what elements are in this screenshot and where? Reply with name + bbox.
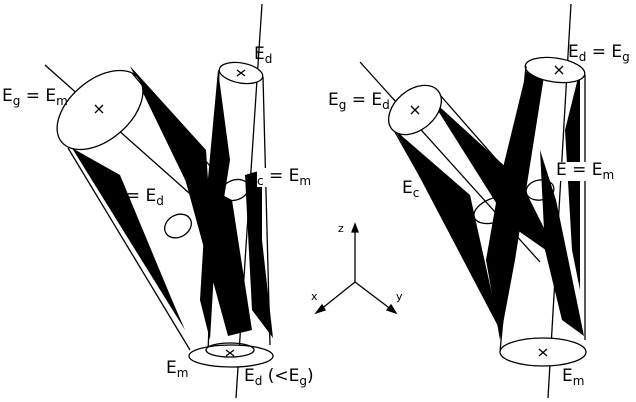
right-marker-bottom [538, 348, 548, 357]
right-label-bottom-text: Em [562, 366, 585, 388]
left-vertical-cylinder-side-2 [262, 76, 271, 346]
right-label-mid-left-1: Ec [402, 178, 420, 200]
left-wedge-2 [72, 148, 185, 330]
left-label-top-left-text: Eg = Em [2, 86, 68, 108]
right-wedge-5 [540, 150, 584, 336]
y-axis-line [354, 281, 393, 311]
left-label-bottom-left-text: Em [166, 358, 189, 380]
left-wedge-4 [245, 170, 273, 338]
right-vertical-cylinder-top [524, 56, 586, 84]
y-axis-arrowhead [385, 303, 398, 315]
right-label-mid-left-1-text: Ec [402, 178, 420, 200]
left-label-mid-right-text: c = Em [257, 166, 312, 188]
right-wedge-2 [430, 98, 560, 260]
left-marker-bottom [225, 349, 235, 357]
left-label-top-text: Ed [254, 44, 273, 66]
left-label-bottom-left: Em [166, 358, 189, 380]
right-marker-top [554, 65, 564, 75]
left-tilted-cylinder-side-2 [67, 147, 191, 351]
right-label-top: Ed = Eg [568, 42, 630, 64]
left-label-mid-left: _ = Ed [112, 186, 164, 208]
right-label-top-text: Ed = Eg [568, 42, 630, 64]
right-wedge-1 [395, 130, 500, 330]
axes-triad [314, 222, 398, 315]
left-axis-line-1 [44, 64, 207, 209]
right-figure [359, 3, 587, 399]
right-ring-left [473, 195, 517, 225]
y-axis-label: y [396, 290, 403, 303]
right-label-mid-right-text: E = Em [556, 160, 615, 182]
z-axis-arrowhead [351, 222, 359, 233]
left-wedge-1 [130, 66, 210, 210]
right-ring-right [525, 179, 555, 201]
left-label-bottom: Ed (<Eg) [244, 366, 314, 388]
left-vertical-cylinder-side-1 [207, 69, 220, 353]
left-tilted-cylinder-side-1 [131, 72, 211, 167]
left-label-top: Ed [254, 44, 273, 66]
z-axis-label: z [338, 222, 344, 235]
left-ring-right [220, 178, 250, 202]
x-axis-line [319, 281, 356, 311]
left-label-mid-left-text: _ = Ed [112, 186, 164, 208]
left-wedge-5 [184, 175, 252, 336]
right-vertical-cylinder-side-1 [499, 65, 527, 353]
right-label-top-left-text: Eg = Ed [328, 90, 390, 112]
right-label-mid-left-2: Em [440, 180, 463, 202]
left-bottom-ellipse [188, 344, 274, 368]
left-figure [44, 3, 274, 399]
right-label-mid-right: E = Em [556, 160, 615, 182]
left-label-mid-right: c = Em [257, 166, 312, 188]
right-marker-tilted [410, 105, 420, 115]
left-label-bottom-text: Ed (<Eg) [244, 366, 314, 388]
x-axis-label: x [311, 290, 318, 303]
x-axis-arrowhead [314, 303, 326, 315]
left-marker-tilted [94, 104, 104, 114]
right-label-top-left: Eg = Ed [328, 90, 390, 112]
left-bottom-ellipse-inner [205, 342, 255, 358]
right-label-mid-left-2-text: Em [440, 180, 463, 202]
left-marker-top [236, 69, 246, 77]
left-label-top-left: Eg = Em [2, 86, 68, 108]
right-tilted-cylinder-side-2 [394, 131, 491, 301]
right-tilted-cylinder-side-1 [439, 94, 511, 176]
right-label-bottom: Em [562, 366, 585, 388]
left-ring-left [164, 213, 192, 239]
